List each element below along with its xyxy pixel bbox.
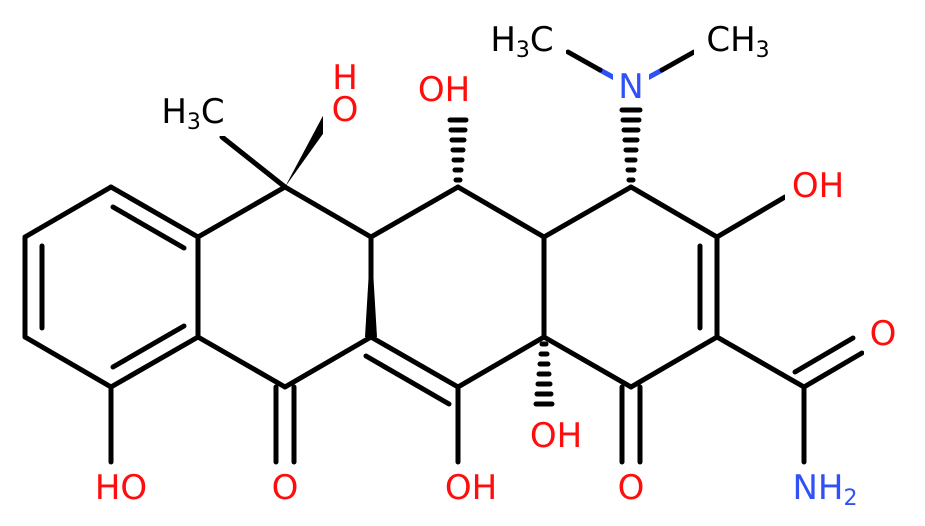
nitrogen-label: N xyxy=(618,67,643,107)
hydroxyl-label: OH xyxy=(530,416,582,456)
hash-bond xyxy=(533,341,555,407)
bond xyxy=(792,335,856,375)
atom-label-o: O xyxy=(268,468,304,508)
bond xyxy=(801,350,865,390)
bond xyxy=(541,184,634,240)
oxygen-label: O xyxy=(272,468,299,508)
bond xyxy=(195,184,288,240)
hash-bond xyxy=(619,107,643,183)
bond xyxy=(108,184,201,240)
bond xyxy=(714,334,807,390)
hash-bond xyxy=(447,117,469,183)
atom-label-o: O xyxy=(864,314,902,354)
bond xyxy=(108,334,201,390)
atom-label-oh: HO xyxy=(88,468,154,508)
atom-label-o: O xyxy=(613,468,649,508)
bond xyxy=(565,49,603,73)
bond xyxy=(541,334,634,390)
bond xyxy=(455,334,547,390)
bond xyxy=(282,184,374,240)
atom-label-oh: OH xyxy=(411,70,477,110)
bond xyxy=(219,134,288,190)
bond xyxy=(195,334,288,390)
bond xyxy=(110,323,187,370)
atom-label-methyl: CH3 xyxy=(694,18,782,64)
hydroxyl-label: O xyxy=(332,90,359,130)
bond xyxy=(628,334,720,390)
bond xyxy=(714,194,788,240)
bond xyxy=(282,334,374,390)
atom-label-oh: OH xyxy=(438,468,504,508)
hydroxyl-label: OH xyxy=(418,70,470,110)
oxygen-label: O xyxy=(618,468,645,508)
atom-label-methyl: H3C xyxy=(478,18,566,64)
bond xyxy=(22,334,114,390)
hydroxyl-label: OH xyxy=(792,166,844,206)
bond xyxy=(363,353,452,407)
hydroxyl-label: OH xyxy=(445,468,497,508)
wedge-bond xyxy=(285,112,335,187)
bond xyxy=(628,184,720,240)
bond xyxy=(368,334,461,390)
atom-label-oh: H O xyxy=(323,58,367,142)
hydroxyl-label: HO xyxy=(95,468,147,508)
atom-label-nh2: NH2 xyxy=(785,468,865,512)
bond xyxy=(368,184,461,240)
bond xyxy=(22,184,114,240)
atom-label-n: N xyxy=(613,67,649,107)
oxygen-label: O xyxy=(870,314,897,354)
atom-label-oh: OH xyxy=(523,416,589,458)
wedge-bond xyxy=(365,237,377,337)
hydroxyl-label: H xyxy=(332,58,358,98)
atom-label-methyl: H3C xyxy=(152,90,234,136)
bond xyxy=(110,204,187,251)
atom-label-oh: OH xyxy=(785,166,851,206)
bond xyxy=(659,49,697,73)
bond xyxy=(455,184,547,240)
